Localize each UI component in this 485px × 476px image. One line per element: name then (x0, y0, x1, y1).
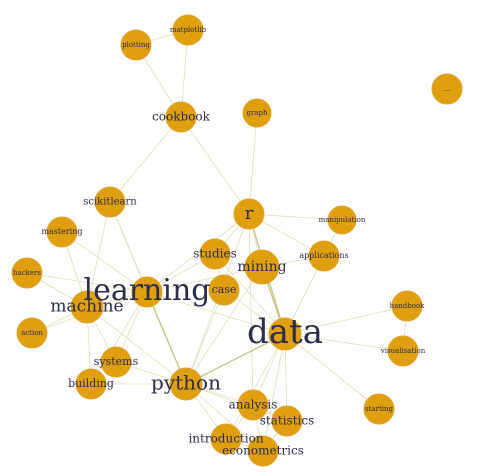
edge-cookbook-r (180, 116, 250, 215)
node-econometrics (247, 435, 279, 467)
node-cookbook (165, 101, 197, 133)
node-mining (244, 249, 280, 285)
edge-r-learning (146, 213, 250, 293)
node-label-starting: starting (365, 405, 393, 413)
node-r (233, 198, 265, 230)
node-label-statistics: statistics (260, 414, 315, 428)
edge-python-case (185, 289, 225, 385)
node-systems (100, 346, 132, 378)
node-label-action: action (21, 329, 43, 337)
node-data (268, 317, 302, 351)
node-label-isolated: ... (444, 85, 451, 93)
node-label-matplotlib: matplotlib (170, 26, 207, 34)
node-python (169, 367, 203, 401)
node-label-r: r (245, 203, 254, 224)
node-learning (131, 276, 163, 308)
node-label-mastering: mastering (41, 227, 82, 236)
edge-hackers-learning (26, 272, 148, 293)
node-hackers (11, 257, 43, 289)
edge-learning-building (90, 291, 148, 385)
node-label-econometrics: econometrics (222, 444, 304, 458)
edge-mining-python (185, 266, 263, 385)
edge-python-statistics (185, 383, 288, 422)
node-visualisation (387, 335, 419, 367)
edge-learning-mining (146, 266, 263, 293)
node-label-hackers: hackers (13, 269, 41, 277)
edge-machine-python (86, 306, 187, 385)
node-isolated (431, 73, 463, 105)
node-statistics (271, 405, 303, 437)
node-action (16, 317, 48, 349)
node-label-studies: studies (193, 247, 237, 261)
node-label-mining: mining (237, 259, 286, 275)
node-label-python: python (151, 371, 221, 395)
node-handbook (391, 290, 423, 322)
node-label-machine: machine (50, 297, 123, 317)
node-label-learning: learning (83, 273, 210, 308)
edge-data-introduction (225, 333, 286, 440)
edge-r-manipulation (248, 213, 343, 221)
edge-data-handbook (284, 305, 408, 335)
node-manipulation (327, 205, 357, 235)
node-label-introduction: introduction (188, 432, 263, 446)
node-plotting (120, 29, 152, 61)
nodes-layer: plotting matplotlib cookbook graph... scikit… (11, 14, 463, 467)
node-case (208, 274, 240, 306)
node-label-graph: graph (247, 109, 268, 117)
node-label-visualisation: visualisation (380, 347, 426, 355)
node-graph (242, 98, 272, 128)
edge-data-econometrics (262, 333, 286, 452)
node-label-building: building (68, 377, 114, 390)
node-label-applications: applications (299, 251, 348, 260)
edge-data-visualisation (284, 333, 404, 352)
node-analysis (237, 389, 269, 421)
edge-learning-data (146, 291, 286, 335)
edge-studies-data (214, 253, 286, 335)
node-label-systems: systems (94, 355, 139, 368)
edge-python-econometrics (185, 383, 264, 452)
node-introduction (210, 423, 242, 455)
edge-mastering-learning (61, 231, 148, 293)
edge-graph-r (248, 112, 258, 215)
edge-data-manipulation (284, 219, 343, 335)
node-label-plotting: plotting (122, 41, 150, 49)
node-label-case: case (212, 283, 237, 296)
node-scikitlearn (94, 186, 126, 218)
edge-scikitlearn-machine (86, 201, 111, 308)
node-label-analysis: analysis (229, 398, 278, 412)
node-label-data: data (247, 312, 323, 352)
node-building (75, 368, 107, 400)
node-label-cookbook: cookbook (152, 110, 211, 124)
node-machine (70, 290, 104, 324)
edge-data-starting (284, 333, 380, 410)
node-applications (308, 240, 340, 272)
node-starting (363, 393, 395, 425)
edge-data-python (185, 333, 286, 385)
node-matplotlib (172, 14, 204, 46)
node-label-manipulation: manipulation (319, 216, 366, 224)
node-mastering (46, 216, 78, 248)
edge-learning-python (146, 291, 187, 385)
node-label-scikitlearn: scikitlearn (83, 197, 137, 208)
edge-cookbook-scikitlearn (109, 116, 182, 203)
node-studies (199, 238, 231, 270)
node-label-handbook: handbook (390, 302, 426, 310)
